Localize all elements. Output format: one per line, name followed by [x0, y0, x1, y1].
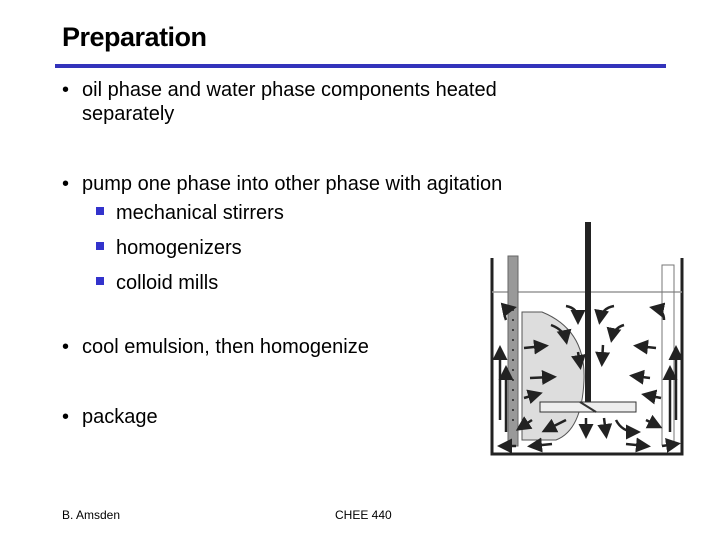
square-bullet-icon [96, 207, 104, 215]
footer-course: CHEE 440 [335, 508, 392, 522]
bullet-item: • cool emulsion, then homogenize [62, 336, 369, 358]
title-rule [55, 64, 666, 68]
bullet-item: • pump one phase into other phase with a… [62, 173, 503, 195]
stirred-tank-diagram [486, 220, 686, 460]
bullet-item: • oil phase and water phase components h… [62, 79, 497, 125]
sub-bullet-item: colloid mills [62, 266, 622, 301]
footer-author: B. Amsden [62, 508, 121, 522]
slide-title: Preparation [62, 22, 207, 52]
sub-bullet-item: mechanical stirrers [62, 196, 622, 231]
square-bullet-icon [96, 242, 104, 250]
bullet-icon: • [62, 173, 70, 195]
bullet-icon: • [62, 336, 70, 358]
bullet-icon: • [62, 406, 70, 428]
bullet-icon: • [62, 79, 70, 101]
square-bullet-icon [96, 277, 104, 285]
bullet-list: • oil phase and water phase components h… [62, 78, 622, 429]
bullet-item: • package [62, 406, 158, 428]
sub-bullet-item: homogenizers [62, 231, 622, 266]
